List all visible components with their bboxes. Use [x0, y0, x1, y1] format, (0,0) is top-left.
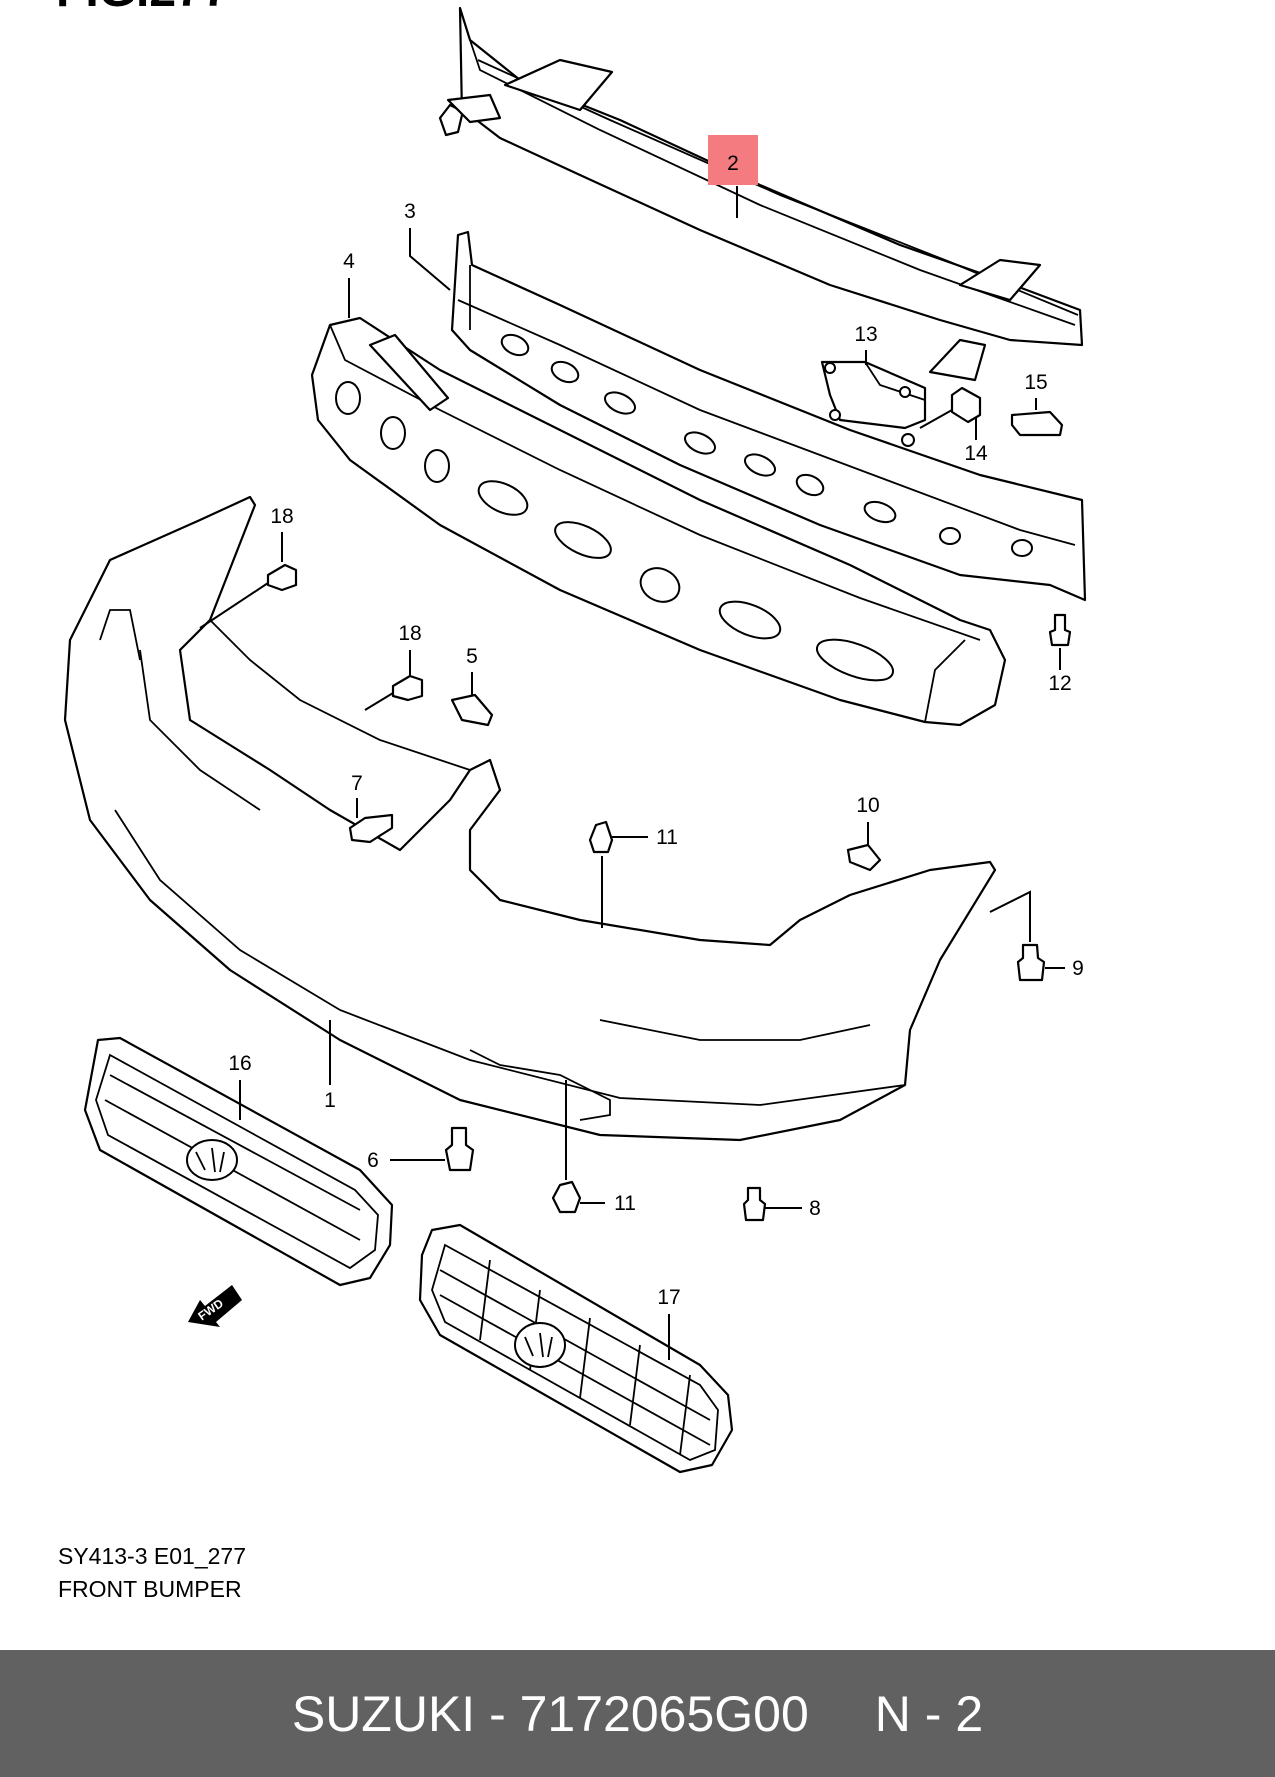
part-12-bolt	[1048, 613, 1072, 647]
callout-9: 9	[1072, 957, 1084, 980]
part-17-grille	[418, 1223, 734, 1474]
part-18-bolt-upper	[266, 563, 298, 592]
parts-diagram: FIG.277 2 3	[56, 0, 1087, 1474]
figure-code: SY413-3 E01_277	[58, 1543, 246, 1569]
part-2-reinforcement	[438, 6, 1084, 382]
part-11-clip-lower	[551, 1180, 582, 1214]
figure-caption: SY413-3 E01_277 FRONT BUMPER	[58, 1540, 246, 1606]
callout-5: 5	[466, 645, 478, 668]
callout-11-lower: 11	[614, 1192, 636, 1215]
footer-part-number: SUZUKI - 7172065G00	[291, 1685, 809, 1742]
callout-10: 10	[856, 794, 879, 817]
callout-3: 3	[404, 200, 416, 223]
callout-18-upper: 18	[270, 505, 293, 528]
callout-6: 6	[367, 1149, 379, 1172]
callout-12: 12	[1048, 672, 1071, 695]
part-5-clip	[450, 693, 494, 727]
figure-label: FIG.277	[56, 0, 229, 17]
part-3-absorber-frame	[450, 230, 1087, 602]
part-14-bolt	[919, 386, 982, 429]
callout-4: 4	[343, 250, 355, 273]
callout-13: 13	[854, 323, 877, 346]
callout-2: 2	[727, 152, 739, 175]
footer-bar: SUZUKI - 7172065G00 N - 2	[0, 1650, 1275, 1777]
highlight-box	[708, 135, 758, 185]
part-18-bolt-lower	[391, 674, 424, 702]
callout-18-lower: 18	[398, 622, 421, 645]
callout-8: 8	[809, 1197, 821, 1220]
part-7-screw	[348, 813, 394, 844]
callout-15: 15	[1024, 371, 1047, 394]
callout-1: 1	[324, 1089, 336, 1112]
part-11-clip-upper	[588, 820, 614, 854]
footer-ref: N - 2	[874, 1685, 984, 1742]
callout-14: 14	[964, 442, 988, 465]
callout-7: 7	[351, 772, 363, 795]
part-16-grille	[83, 1036, 394, 1287]
part-13-bracket	[820, 360, 927, 447]
part-4-energy-absorber	[310, 316, 1007, 727]
callout-17: 17	[657, 1286, 680, 1309]
part-8-bolt	[742, 1186, 767, 1222]
fwd-arrow-icon: FWD	[188, 1285, 242, 1327]
callout-16: 16	[228, 1052, 251, 1075]
part-1-bumper-cover	[63, 495, 997, 1142]
callout-11-upper: 11	[656, 826, 678, 849]
part-6-bolt	[444, 1126, 475, 1172]
part-9-bolt	[1016, 943, 1046, 982]
figure-title: FRONT BUMPER	[58, 1576, 242, 1602]
part-10-clip	[846, 843, 882, 872]
part-15-block	[1010, 410, 1064, 437]
